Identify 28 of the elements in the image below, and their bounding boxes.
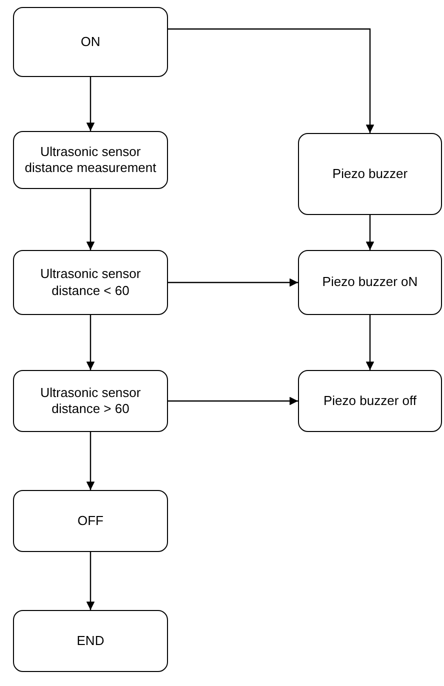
arrow <box>86 432 95 490</box>
node-label: Piezo buzzer off <box>322 392 418 410</box>
arrow <box>168 278 298 287</box>
arrow <box>86 77 95 131</box>
node-label: Ultrasonic sensor distance < 60 <box>39 266 142 299</box>
process-box <box>298 250 442 315</box>
process-box <box>298 370 442 432</box>
node-label: Ultrasonic sensor distance measurement <box>24 144 158 176</box>
arrow <box>86 552 95 610</box>
node-label: Piezo buzzer <box>331 166 409 182</box>
process-box <box>298 133 442 215</box>
arrow <box>86 315 95 370</box>
node-label: Piezo buzzer oN <box>321 274 419 291</box>
node-label: END <box>76 632 106 650</box>
arrow <box>366 215 374 250</box>
arrow <box>168 396 298 406</box>
node-label: OFF <box>76 512 104 530</box>
process-box <box>13 490 168 552</box>
process-box <box>13 370 168 432</box>
process-box <box>13 250 168 315</box>
arrow <box>366 315 374 370</box>
node-label: ON <box>80 34 102 50</box>
process-box <box>13 610 168 672</box>
node-label: Ultrasonic sensor distance > 60 <box>39 384 142 418</box>
arrow <box>86 189 95 250</box>
process-box <box>13 131 168 189</box>
arrow <box>168 28 374 133</box>
process-box <box>13 7 168 77</box>
